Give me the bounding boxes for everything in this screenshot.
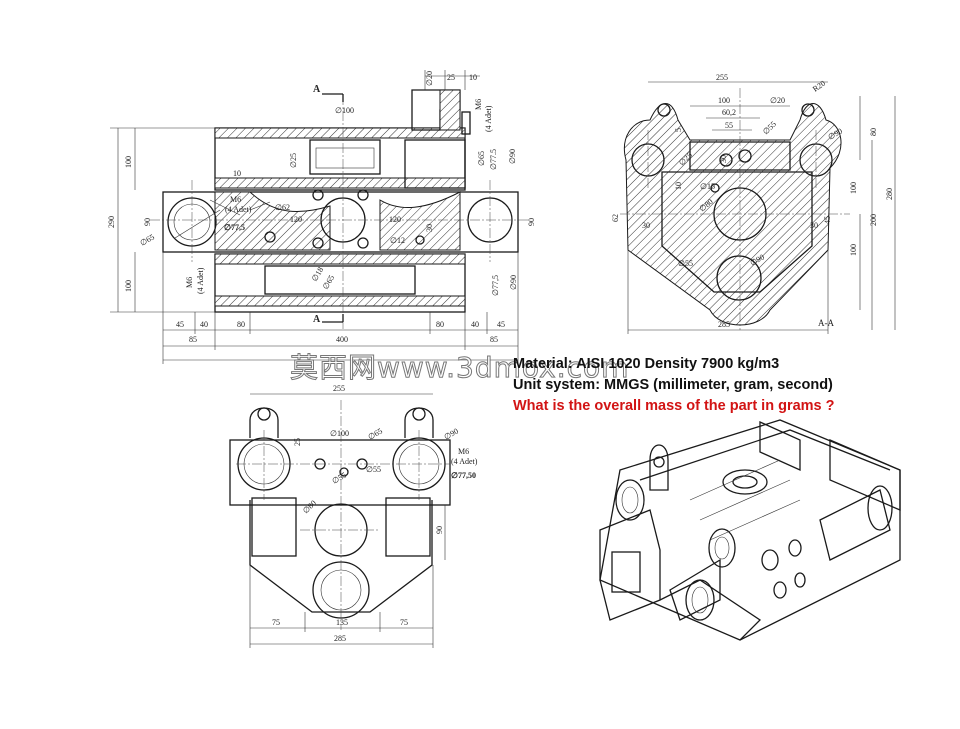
aa-dim-80: 80: [869, 128, 878, 136]
dim-b40b: 40: [471, 320, 479, 329]
aa-dim-255: 255: [716, 73, 728, 82]
bv-dim-d77-50: ∅77,50: [451, 471, 476, 480]
dim-b85a: 85: [189, 335, 197, 344]
problem-statement: Material: AISI 1020 Density 7900 kg/m3 U…: [513, 354, 835, 417]
dim-10b: 10: [233, 169, 241, 178]
aa-dim-30c: 30: [810, 221, 818, 230]
bv-dim-285: 285: [334, 634, 346, 643]
dim-b45b: 45: [497, 320, 505, 329]
dim-10: 10: [469, 73, 477, 82]
watermark: 莫西网www.3dmox.com: [289, 351, 630, 385]
bv-dim-90: 90: [435, 526, 444, 534]
aa-dim-30b: 30: [642, 221, 650, 230]
isometric-view: [599, 419, 901, 641]
dim-d100: ∅100: [335, 106, 354, 115]
dim-m6: M6: [474, 99, 483, 110]
dim-25: 25: [447, 73, 455, 82]
dim-120a: 120: [290, 215, 302, 224]
aa-dim-60-2: 60,2: [722, 108, 736, 117]
bv-dim-d100: ∅100: [330, 429, 349, 438]
dim-100a: 100: [124, 156, 133, 168]
bv-dim-d80: ∅80: [301, 498, 318, 515]
aa-dim-100b: 100: [849, 244, 858, 256]
dim-b40a: 40: [200, 320, 208, 329]
dim-b80b: 80: [436, 320, 444, 329]
dim-b45a: 45: [176, 320, 184, 329]
bv-dim-d55b: ∅55: [366, 465, 381, 474]
aa-dim-285: 285: [718, 320, 730, 329]
dim-m6-left-sub: (4 Adet): [225, 205, 252, 214]
aa-dim-45: 45: [823, 216, 832, 224]
dim-m6-sub: (4 Adet): [484, 105, 493, 132]
aa-dim-280: 280: [885, 188, 894, 200]
bv-dim-75a: 75: [272, 618, 280, 627]
aa-dim-d15: ∅15: [700, 182, 715, 191]
dim-m6-left: M6: [230, 195, 241, 204]
aa-dim-r20: R20: [811, 79, 827, 94]
bottom-view: 255 25 ∅100 ∅65 ∅90 M6 (4 Adet) ∅77,50 ∅…: [229, 384, 478, 648]
aa-dim-62: 62: [611, 214, 620, 222]
bv-dim-255: 255: [333, 384, 345, 393]
section-view: 255 100 60,2 55 ∅20 R20 ∅55 ∅90 5 ∅25 30…: [611, 73, 896, 334]
dim-d90d: ∅90: [509, 275, 518, 290]
aa-dim-100: 100: [718, 96, 730, 105]
dim-m6-bottom-sub: (4 Adet): [196, 267, 205, 294]
dim-d65b: ∅65: [139, 232, 156, 247]
dim-90c: 90: [143, 218, 152, 226]
dim-d65c: ∅65: [321, 274, 336, 291]
aa-dim-5: 5: [674, 128, 683, 132]
dim-30: 30: [425, 224, 434, 232]
aa-dim-55: 55: [725, 121, 733, 130]
aa-dim-200: 200: [869, 214, 878, 226]
section-label: A-A: [818, 318, 834, 328]
dim-b85b: 85: [490, 335, 498, 344]
bv-dim-135: 135: [336, 618, 348, 627]
dim-d20: ∅20: [425, 71, 434, 86]
dim-d77-5c: ∅77,5: [491, 275, 500, 296]
dim-d90: ∅90: [508, 149, 517, 164]
unit-line: Unit system: MMGS (millimeter, gram, sec…: [513, 377, 833, 393]
bv-dim-m6-sub: (4 Adet): [451, 457, 478, 466]
dim-d77-5b: ∅77,5: [224, 223, 245, 232]
aa-dim-d55b: ∅55: [678, 259, 693, 268]
dim-d77-5: ∅77.5: [489, 149, 498, 170]
aa-dim-d55: ∅55: [761, 119, 778, 136]
dim-d18: ∅18: [310, 266, 325, 283]
question-line: What is the overall mass of the part in …: [513, 398, 835, 414]
aa-dim-30: 30: [719, 155, 728, 163]
dim-d25: ∅25: [289, 153, 298, 168]
bv-dim-d90: ∅90: [443, 426, 460, 441]
dim-d62: ∅62: [275, 203, 290, 212]
dim-m6-bottom: M6: [185, 277, 194, 288]
aa-dim-d20: ∅20: [770, 96, 785, 105]
bv-dim-75b: 75: [400, 618, 408, 627]
dim-b80a: 80: [237, 320, 245, 329]
dim-b400: 400: [336, 335, 348, 344]
section-mark-top: A: [313, 84, 321, 95]
dim-120b: 120: [389, 215, 401, 224]
aa-dim-100: 100: [849, 182, 858, 194]
material-line: Material: AISI 1020 Density 7900 kg/m3: [513, 356, 780, 372]
bv-dim-m6: M6: [458, 447, 469, 456]
aa-dim-10: 10: [674, 182, 683, 190]
section-mark-bottom: A: [313, 314, 321, 325]
dim-290: 290: [107, 216, 116, 228]
dim-d12: ∅12: [390, 236, 405, 245]
dim-d65: ∅65: [477, 151, 486, 166]
bv-dim-d55: ∅55: [331, 470, 348, 485]
front-view: A A ∅20 25 10 ∅100 M6 (4 Adet) ∅: [107, 70, 536, 364]
dim-100b: 100: [124, 280, 133, 292]
dim-90b: 90: [527, 218, 536, 226]
bv-dim-25: 25: [293, 438, 302, 446]
